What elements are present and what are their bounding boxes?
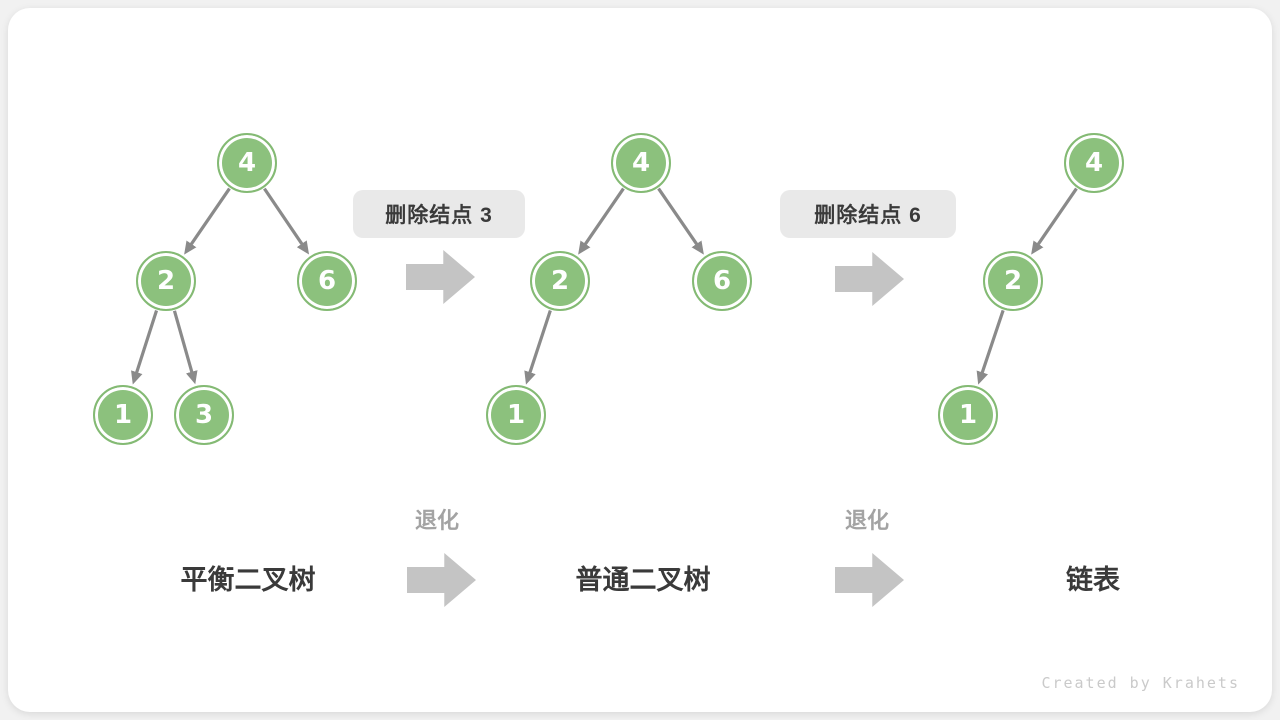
tree-node: 1 xyxy=(938,385,998,445)
background-card xyxy=(8,8,1272,712)
tree-node: 4 xyxy=(217,133,277,193)
tree-title-linked-list: 链表 xyxy=(1066,565,1120,595)
step-label-delete-node-3: 删除结点 3 xyxy=(353,190,525,238)
tree-node: 6 xyxy=(692,251,752,311)
tree-node: 1 xyxy=(486,385,546,445)
tree-node: 2 xyxy=(983,251,1043,311)
watermark-credit: Created by Krahets xyxy=(1041,674,1240,692)
tree-title-balanced-binary-tree: 平衡二叉树 xyxy=(180,565,316,595)
tree-node: 2 xyxy=(136,251,196,311)
tree-node: 3 xyxy=(174,385,234,445)
tree-node: 2 xyxy=(530,251,590,311)
degrade-caption: 退化 xyxy=(414,508,459,533)
tree-node: 4 xyxy=(611,133,671,193)
tree-node: 6 xyxy=(297,251,357,311)
degrade-caption: 退化 xyxy=(844,508,889,533)
step-label-delete-node-6: 删除结点 6 xyxy=(780,190,956,238)
tree-node: 1 xyxy=(93,385,153,445)
tree-node: 4 xyxy=(1064,133,1124,193)
tree-title-ordinary-binary-tree: 普通二叉树 xyxy=(575,565,711,595)
